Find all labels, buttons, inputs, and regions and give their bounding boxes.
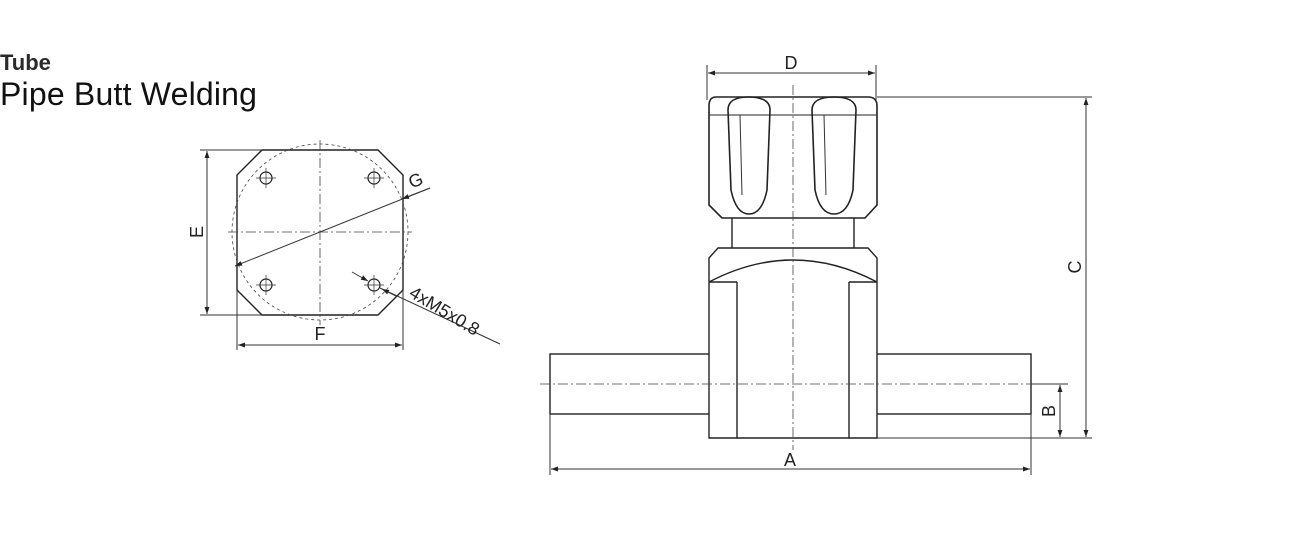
dimension-label-g: G xyxy=(406,169,426,193)
dimension-label-a: A xyxy=(784,450,796,470)
dimension-label-e: E xyxy=(187,226,207,238)
title-block: Tube Pipe Butt Welding xyxy=(0,50,257,112)
bolt-hole xyxy=(364,275,384,295)
grip-detail xyxy=(823,114,827,196)
grip-detail xyxy=(739,114,743,196)
dimension-e: E xyxy=(187,149,262,316)
bolt-spec-label: 4xM5x0.8 xyxy=(406,282,483,339)
handle-grip xyxy=(727,96,771,215)
dimension-label-c: C xyxy=(1065,261,1085,274)
drawing-title: Pipe Butt Welding xyxy=(0,76,258,112)
bolt-hole xyxy=(364,168,384,188)
dimension-b: B xyxy=(877,383,1068,439)
top-view: E F G 4xM5x0.8 xyxy=(187,140,501,350)
flange-outline xyxy=(236,149,404,316)
dimension-label-d: D xyxy=(785,53,798,73)
handle-grip xyxy=(811,96,857,215)
dimension-f: F xyxy=(236,290,404,350)
bolt-hole xyxy=(256,275,276,295)
handle-knob xyxy=(708,96,878,219)
dimension-g: G xyxy=(234,169,431,267)
dimension-label-f: F xyxy=(315,324,326,344)
dimension-label-b: B xyxy=(1039,405,1059,417)
dimension-d: D xyxy=(706,53,877,100)
bolt-hole xyxy=(256,168,276,188)
drawing-subtitle: Tube xyxy=(0,50,51,75)
front-view: D C B A xyxy=(540,53,1092,475)
dimension-a: A xyxy=(549,414,1032,475)
